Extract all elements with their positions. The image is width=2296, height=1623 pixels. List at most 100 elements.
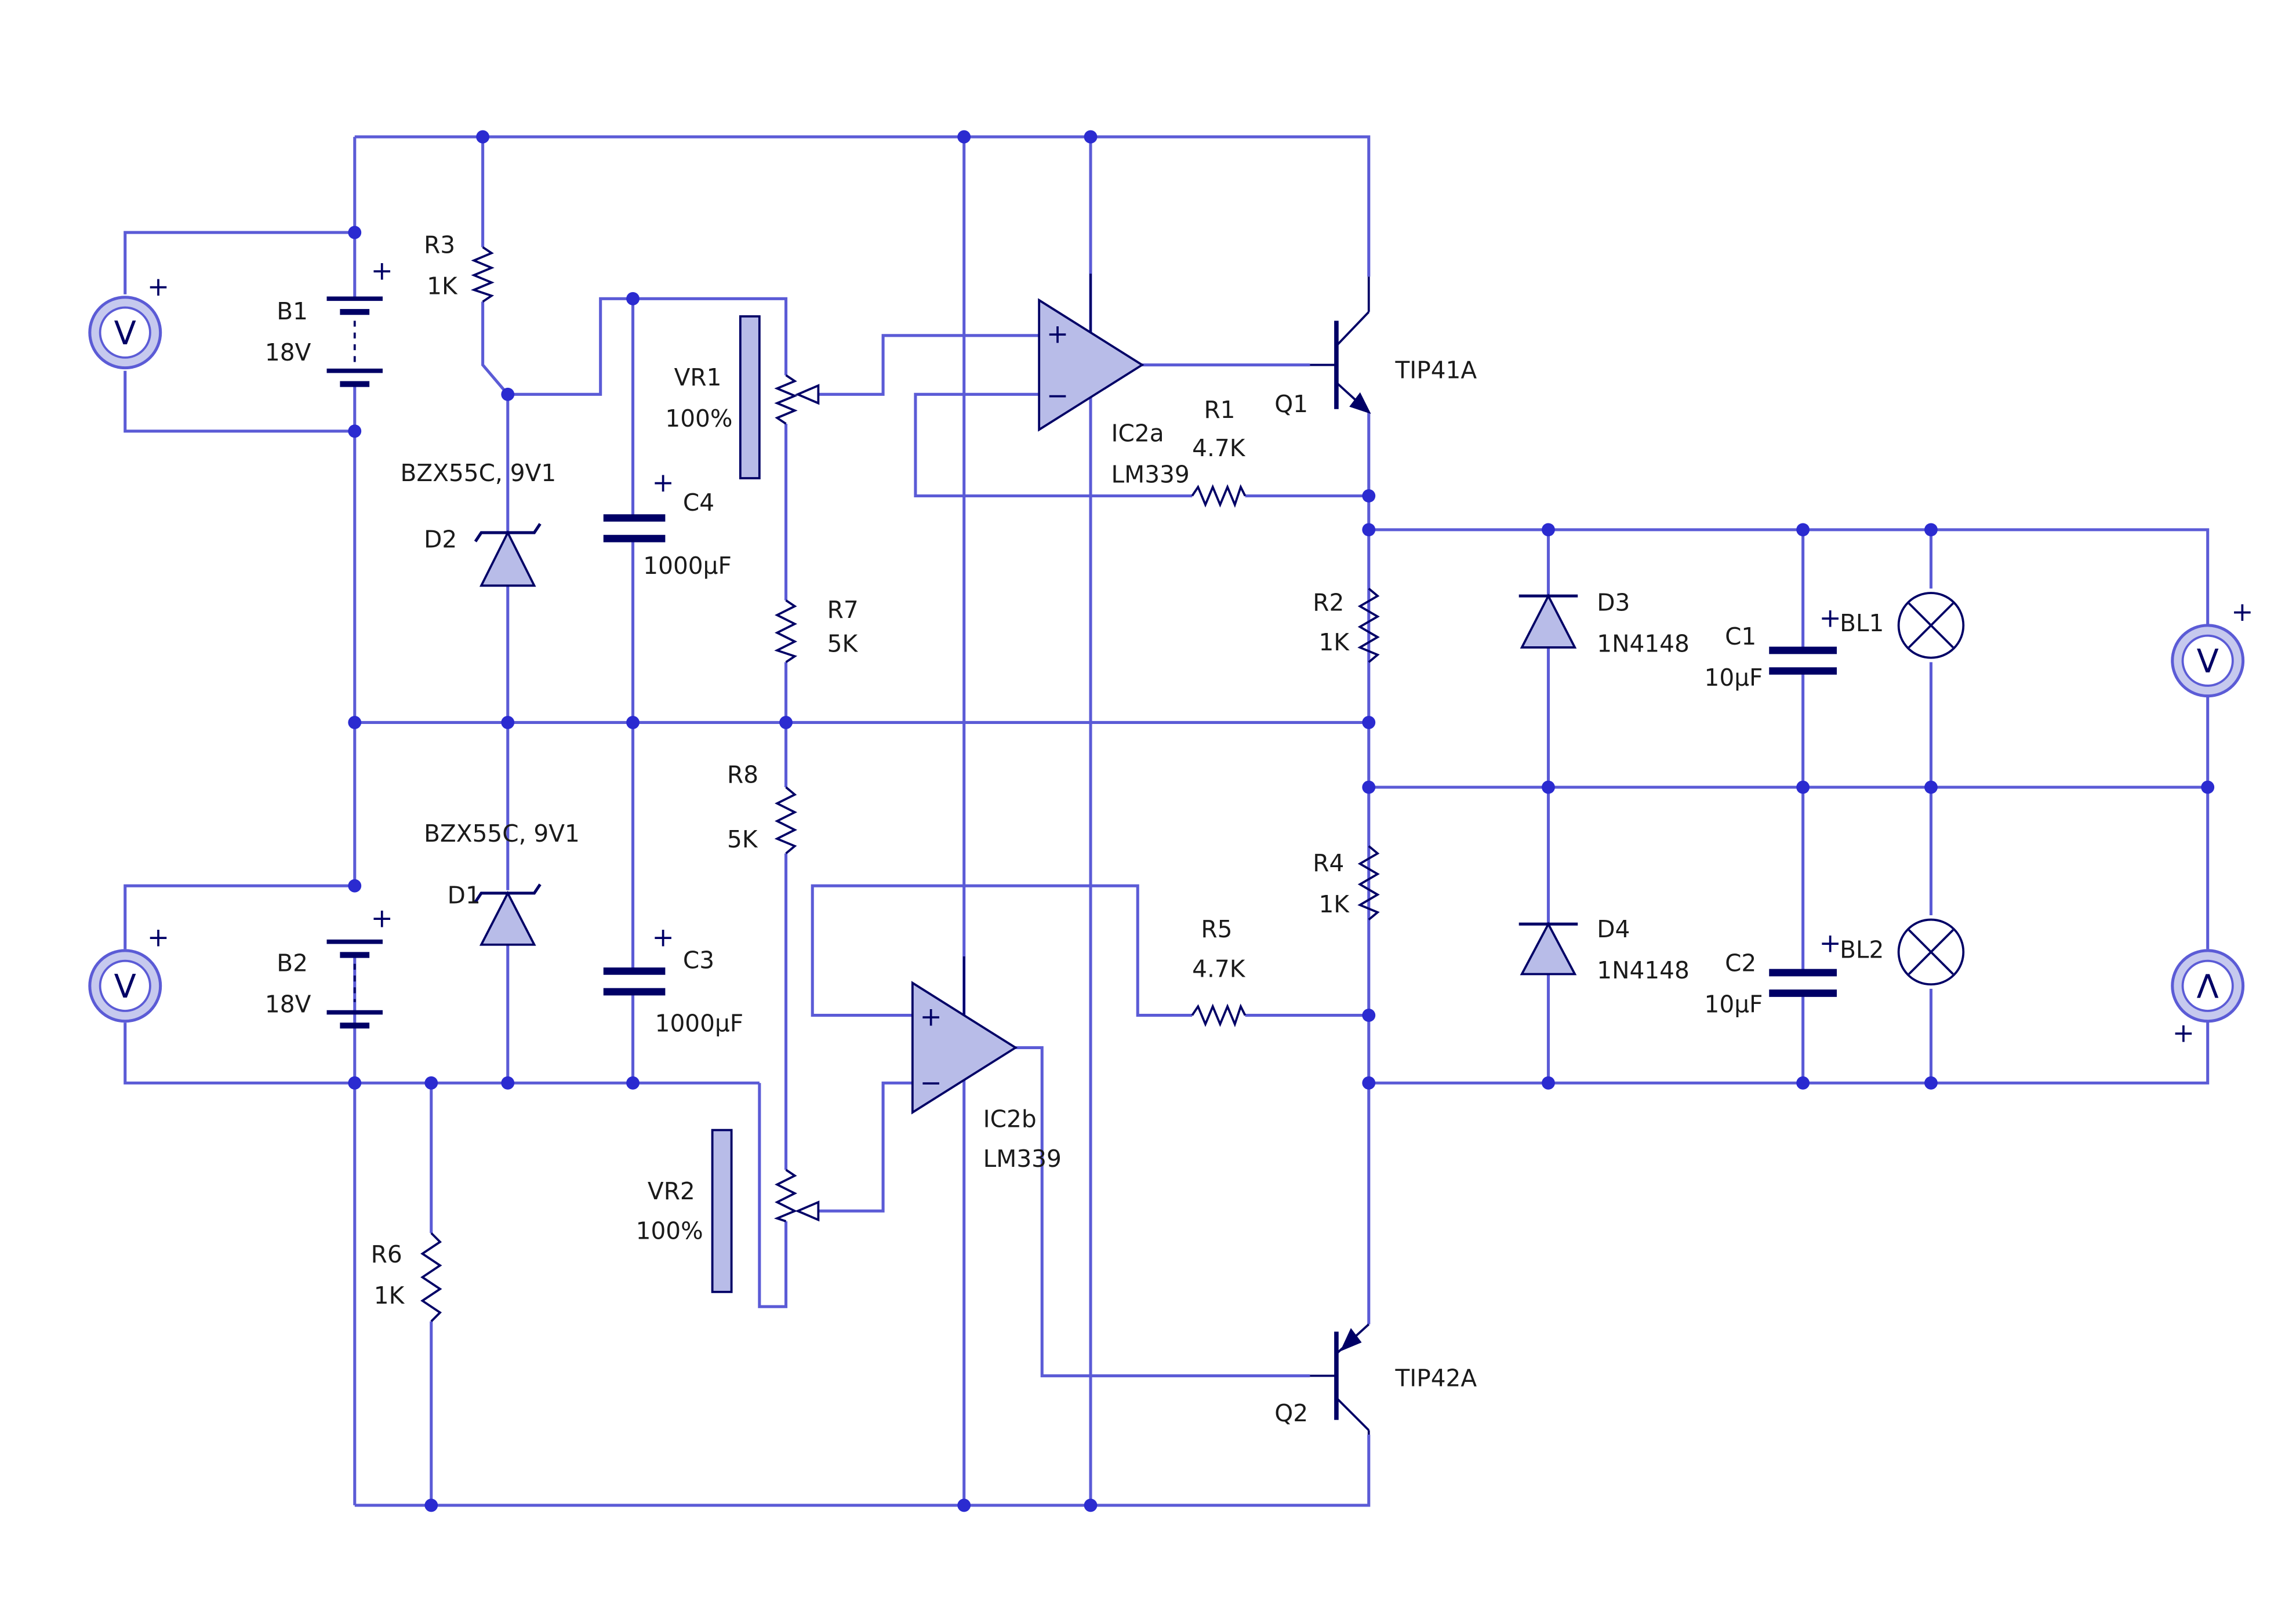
resistor-icon [774, 786, 798, 854]
capacitor-c4: + C4 1000µF [603, 467, 732, 580]
pot-ref: VR2 [648, 1177, 695, 1205]
voltmeter-icon [2171, 624, 2245, 698]
lamp-bl1: BL1 [1840, 592, 1965, 659]
transistor-value: TIP41A [1394, 356, 1477, 384]
plus-sign: + [371, 255, 393, 286]
capacitor-ref: C3 [683, 946, 714, 974]
resistor-r2: R2 1K [1313, 587, 1380, 663]
pot-value: 100% [665, 405, 732, 432]
resistor-icon [1191, 1003, 1247, 1028]
pot-value: 100% [636, 1217, 703, 1244]
zener-diode-icon [474, 883, 542, 946]
zener-value: BZX55C, 9V1 [424, 820, 580, 847]
capacitor-icon [1769, 646, 1837, 675]
transistor-ref: Q1 [1274, 390, 1308, 418]
meter-letter: V [114, 968, 136, 1006]
transistor-icon [1310, 1323, 1370, 1435]
plus-sign: + [1819, 927, 1841, 958]
plus-sign: + [652, 922, 674, 952]
comparator-value: LM339 [1111, 461, 1190, 489]
transistor-value: TIP42A [1394, 1364, 1477, 1392]
capacitor-ref: C2 [1725, 949, 1756, 977]
battery-ref: B2 [277, 949, 308, 977]
resistor-ref: R3 [424, 231, 455, 259]
lamp-ref: BL1 [1840, 609, 1884, 637]
lamp-ref: BL2 [1840, 936, 1884, 964]
plus-sign: + [2231, 596, 2253, 627]
meter-letter: V [114, 315, 136, 352]
voltmeter-icon [2171, 949, 2245, 1023]
plus-sign: + [147, 271, 169, 302]
lamp-icon [1897, 592, 1965, 659]
battery-value: 18V [265, 339, 311, 366]
capacitor-c3: + C3 1000µF [603, 922, 744, 1038]
noninverting-sign: + [920, 1001, 942, 1032]
capacitor-value: 1000µF [643, 552, 732, 580]
comparator-ic2a: + − IC2a LM339 [1038, 274, 1190, 489]
resistor-icon [1357, 587, 1380, 663]
capacitor-c1: + C1 10µF [1705, 602, 1841, 692]
resistor-ref: R1 [1204, 396, 1235, 424]
diode-icon [1518, 593, 1578, 649]
resistor-value: 5K [727, 825, 758, 853]
resistor-r3: R3 1K [424, 231, 495, 303]
resistor-r7: R7 5K [774, 596, 859, 663]
capacitor-icon [1769, 969, 1837, 997]
plus-sign: + [1819, 602, 1841, 633]
capacitor-icon [603, 967, 666, 996]
transistor-icon [1310, 276, 1371, 414]
resistor-ref: R5 [1201, 915, 1232, 943]
battery-b2: + B2 18V [265, 903, 393, 1029]
voltmeter-1: V + [88, 271, 169, 370]
capacitor-value: 1000µF [655, 1010, 744, 1038]
resistor-value: 4.7K [1192, 434, 1246, 462]
battery-b1: + B1 18V [265, 255, 393, 387]
resistor-value: 1K [374, 1282, 405, 1309]
resistor-value: 1K [1318, 890, 1350, 918]
resistor-value: 5K [827, 630, 859, 658]
voltmeter-3: V + [2171, 596, 2254, 698]
potentiometer-vr2: VR2 100% [636, 1129, 820, 1293]
pot-ref: VR1 [674, 363, 722, 391]
capacitor-value: 10µF [1705, 991, 1763, 1018]
battery-icon [326, 296, 383, 387]
potentiometer-vr1: VR1 100% [665, 315, 820, 479]
meter-letter: V [2197, 966, 2219, 1004]
diode-d4: D4 1N4148 [1518, 915, 1690, 984]
comparator-ic2b: + − IC2b LM339 [911, 956, 1062, 1173]
voltmeter-2: V + [88, 922, 169, 1023]
voltmeter-icon [88, 949, 162, 1023]
inverting-sign: − [1047, 380, 1069, 411]
junction-nodes [348, 130, 2215, 1512]
zener-d1: BZX55C, 9V1 D1 [424, 820, 580, 946]
noninverting-sign: + [1047, 318, 1069, 349]
resistor-value: 1K [1318, 628, 1350, 656]
resistor-r4: R4 1K [1313, 845, 1380, 921]
capacitor-c2: + C2 10µF [1705, 927, 1841, 1018]
resistor-icon [1191, 484, 1247, 508]
transistor-q2: TIP42A Q2 [1274, 1323, 1477, 1435]
resistor-r8: R8 5K [727, 760, 798, 854]
capacitor-value: 10µF [1705, 664, 1763, 692]
comparator-icon [1038, 274, 1145, 432]
resistor-icon [1357, 845, 1380, 921]
inverting-sign: − [920, 1068, 942, 1098]
resistor-ref: R2 [1313, 588, 1344, 616]
battery-value: 18V [265, 991, 311, 1018]
resistor-icon [470, 246, 495, 303]
resistor-r1: R1 4.7K [1191, 396, 1247, 508]
comparator-icon [911, 956, 1018, 1115]
diode-ref: D4 [1597, 915, 1630, 943]
lamp-icon [1897, 918, 1965, 986]
resistor-ref: R4 [1313, 849, 1344, 877]
comparator-ref: IC2a [1111, 420, 1164, 447]
diode-value: 1N4148 [1597, 956, 1690, 984]
transistor-q1: TIP41A Q1 [1274, 276, 1477, 418]
zener-ref: D2 [424, 525, 457, 553]
capacitor-ref: C4 [683, 489, 714, 516]
capacitor-ref: C1 [1725, 623, 1756, 650]
voltmeter-4: V + [2171, 949, 2245, 1048]
resistor-ref: R6 [371, 1240, 402, 1268]
potentiometer-icon [739, 315, 820, 479]
